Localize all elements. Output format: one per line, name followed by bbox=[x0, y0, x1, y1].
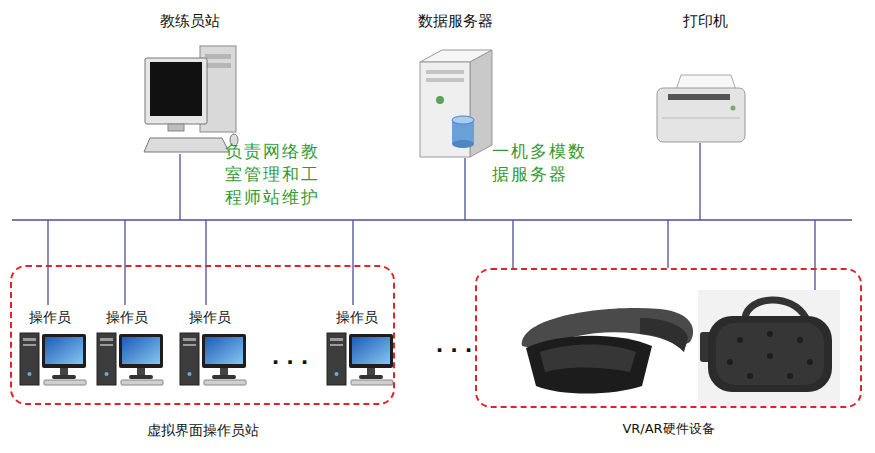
device-node: 打印机 bbox=[651, 12, 759, 32]
device-label: 操作员 bbox=[12, 308, 88, 326]
operator-computer bbox=[327, 333, 393, 385]
device-node: 操作员 bbox=[319, 308, 395, 326]
operator-computer bbox=[97, 333, 163, 385]
device-node: 数据服务器 bbox=[401, 12, 509, 32]
sensor-dimples bbox=[727, 331, 813, 379]
note-text-box: 负责网络教室管理和工程师站维护 bbox=[225, 140, 323, 209]
ellipsis-dots-box: · · · bbox=[262, 350, 318, 374]
drop-wire bbox=[464, 158, 465, 220]
monitor-screen bbox=[150, 62, 202, 116]
server-icon bbox=[420, 50, 492, 157]
ellipsis-dots-box: · · · bbox=[426, 338, 482, 362]
network-region: 虚拟界面操作员站操作员操作员操作员操作员 bbox=[10, 265, 395, 439]
network-wiring bbox=[12, 143, 852, 305]
database-cylinder bbox=[452, 140, 474, 148]
dashed-region-border bbox=[475, 268, 862, 408]
faceplate bbox=[716, 323, 824, 385]
keyboard bbox=[144, 138, 229, 152]
printer-icon bbox=[657, 75, 745, 142]
drop-wire bbox=[179, 154, 180, 220]
operator-computer bbox=[180, 333, 246, 385]
head-strap bbox=[745, 300, 806, 318]
region-label: VR/AR硬件设备 bbox=[622, 421, 714, 438]
ellipsis-dots: · · · bbox=[262, 350, 318, 374]
network-region: VR/AR硬件设备 bbox=[475, 268, 862, 438]
drop-wire bbox=[699, 143, 700, 220]
vr-headset bbox=[698, 290, 840, 406]
headset-body bbox=[708, 316, 832, 392]
drop-wire bbox=[124, 220, 125, 305]
server-emblem bbox=[436, 96, 444, 104]
device-label: 操作员 bbox=[319, 308, 395, 326]
device-label: 操作员 bbox=[89, 308, 165, 326]
visor bbox=[526, 336, 652, 394]
note-text-box: 一机多模数据服务器 bbox=[492, 140, 590, 186]
ar-headset bbox=[522, 308, 693, 393]
printer-panel bbox=[662, 118, 740, 119]
power-light bbox=[731, 106, 736, 111]
printer-body bbox=[657, 88, 745, 142]
device-node: 操作员 bbox=[89, 308, 165, 326]
monitor-bezel bbox=[145, 58, 207, 124]
drive-slot bbox=[426, 70, 464, 74]
note-text: 一机多模数据服务器 bbox=[492, 140, 590, 186]
device-node: 教练员站 bbox=[136, 12, 244, 32]
drive-slot bbox=[426, 78, 464, 82]
paper-slot bbox=[668, 94, 730, 100]
device-label: 教练员站 bbox=[136, 12, 244, 32]
drive-slot bbox=[205, 63, 231, 68]
device-label: 数据服务器 bbox=[401, 12, 509, 32]
monitor-stand bbox=[168, 124, 184, 131]
ellipsis-dots: · · · bbox=[426, 338, 482, 362]
device-node: 操作员 bbox=[172, 308, 248, 326]
drop-wire bbox=[352, 220, 353, 305]
network-bus bbox=[12, 219, 852, 220]
drop-wire bbox=[512, 220, 513, 268]
database-cylinder bbox=[452, 116, 474, 124]
visor-gloss bbox=[540, 345, 636, 373]
drop-wire bbox=[667, 220, 668, 268]
operator-computer bbox=[20, 333, 86, 385]
note-text: 负责网络教室管理和工程师站维护 bbox=[225, 140, 323, 209]
drop-wire bbox=[205, 220, 206, 305]
desktop-computer bbox=[144, 46, 238, 152]
photo-ground bbox=[698, 290, 840, 406]
device-node: 操作员 bbox=[12, 308, 88, 326]
region-label: 虚拟界面操作员站 bbox=[147, 421, 259, 439]
device-label: 操作员 bbox=[172, 308, 248, 326]
drive-slot bbox=[205, 54, 231, 59]
dashed-region-border bbox=[10, 265, 395, 405]
device-label: 打印机 bbox=[651, 12, 759, 32]
drop-wire bbox=[47, 220, 48, 305]
drop-wire bbox=[814, 220, 815, 290]
